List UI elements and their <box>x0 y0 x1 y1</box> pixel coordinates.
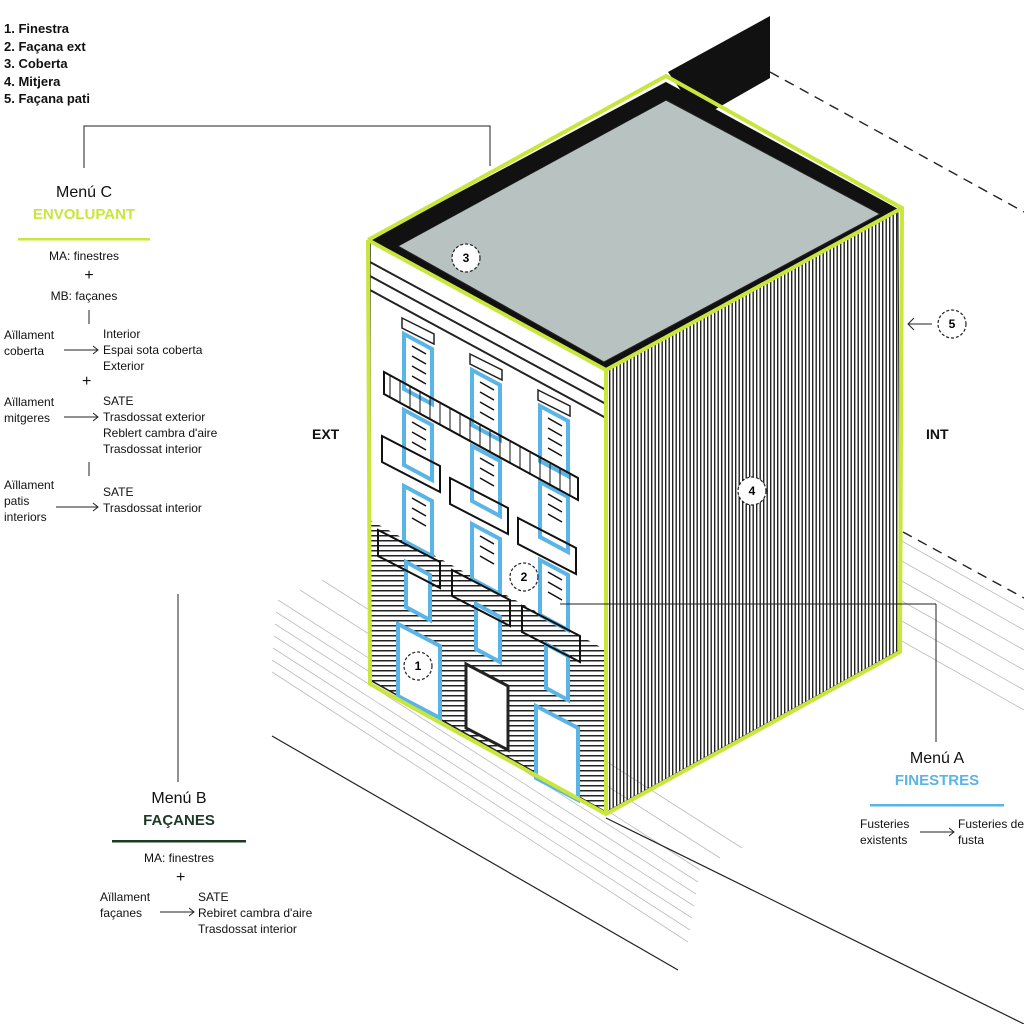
ground-edge-line <box>605 817 1024 1024</box>
menu-connectors <box>56 310 955 917</box>
menu-c-ma: MA: finestres <box>48 249 120 263</box>
ground-hatch <box>271 539 1024 943</box>
legend-item: 5. Façana pati <box>4 91 90 106</box>
menu-c-subtitle: ENVOLUPANT <box>32 206 136 223</box>
marker-5-label: 5 <box>949 317 956 331</box>
marker-circles <box>403 243 967 681</box>
roof-parapet-inner <box>380 82 666 246</box>
leader-lines <box>83 125 937 782</box>
menu-b-plus: + <box>176 869 186 886</box>
menu-a-title: Menú A <box>909 750 965 767</box>
marker-3-label: 3 <box>463 251 470 265</box>
entrance-door <box>464 661 510 753</box>
marker-4-label: 4 <box>749 484 756 498</box>
menu-a-subtitle: FINESTRES <box>894 772 980 789</box>
menu-a-underline <box>870 804 1004 807</box>
menu-b-subtitle: FAÇANES <box>143 812 215 829</box>
window-shutter-hatch <box>411 345 563 601</box>
cornice-lines <box>369 261 607 419</box>
legend-item: 4. Mitjera <box>4 73 61 89</box>
menu-b-ma: MA: finestres <box>143 851 215 865</box>
roof-surface <box>396 99 882 363</box>
legend-item: 3. Coberta <box>4 56 68 71</box>
legend-item: 1. Finestra <box>4 21 70 36</box>
menu-b-underline <box>112 840 246 843</box>
balconies <box>377 370 581 664</box>
menu-c-underline <box>18 238 150 241</box>
plot-boundary-dashed <box>769 71 1024 599</box>
legend-item: 2. Façana ext <box>4 38 86 54</box>
menu-c-plus: + <box>82 373 92 390</box>
legend: 1. Finestra 2. Façana ext 3. Coberta 4. … <box>4 20 90 108</box>
menu-c-mb: MB: façanes <box>50 289 118 303</box>
marker-2-label: 2 <box>521 570 528 584</box>
ground-edge-line <box>271 735 679 971</box>
window-hoods <box>401 316 571 418</box>
int-label: INT <box>926 426 949 442</box>
balcony-railings <box>389 376 571 496</box>
menu-b-title: Menú B <box>151 790 207 807</box>
menu-c-title: Menú C <box>55 184 113 201</box>
marker-1-label: 1 <box>415 659 422 673</box>
ext-label: EXT <box>312 426 340 442</box>
menu-c-plus: + <box>84 267 94 284</box>
envelope-outline <box>366 73 905 817</box>
